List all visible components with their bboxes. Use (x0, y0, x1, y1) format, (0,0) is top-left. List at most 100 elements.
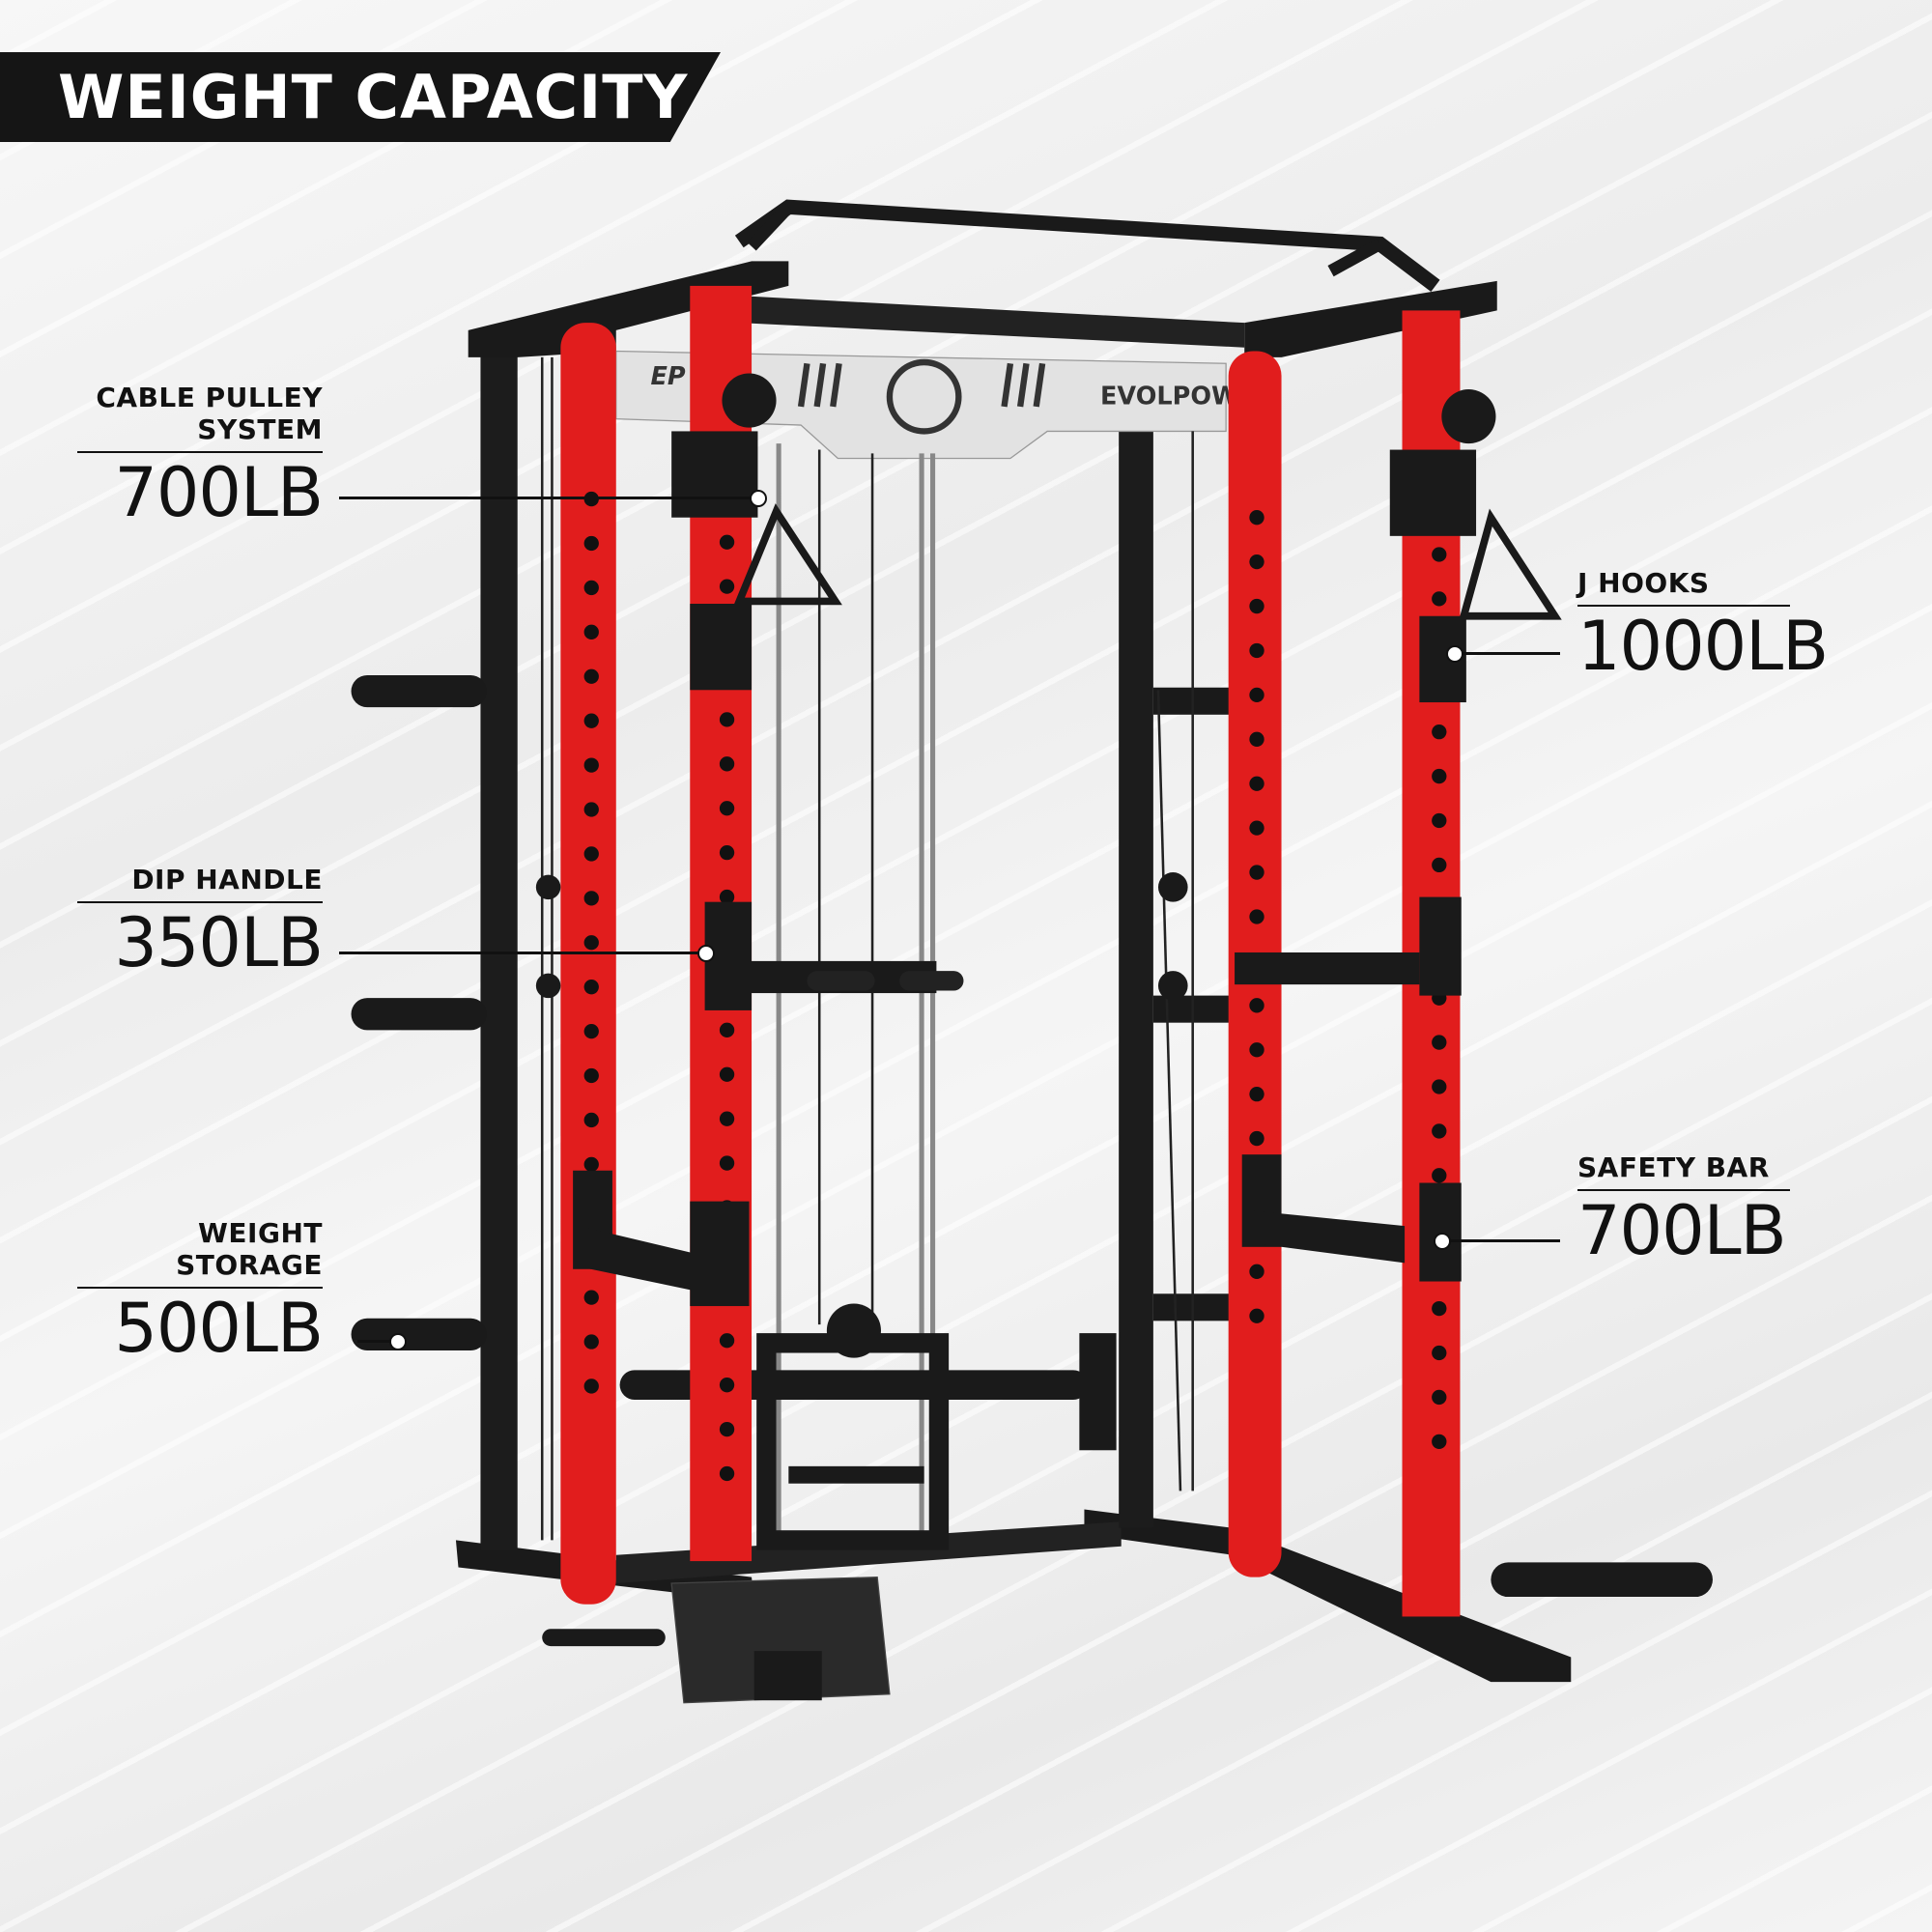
j-hook-left (690, 604, 753, 691)
rack-base-right (1084, 1509, 1572, 1683)
upright-hole (719, 889, 735, 905)
upright-hole (1249, 731, 1264, 747)
upright-hole (1432, 1300, 1447, 1317)
upright-hole (583, 668, 599, 684)
upright-hole (1249, 598, 1264, 614)
leader-line (1441, 1239, 1560, 1242)
callout-value: 350LB (114, 903, 324, 982)
plate-brand-text: EVOLPOW (1100, 382, 1238, 411)
upright-hole (719, 534, 735, 550)
upright-hole (719, 1333, 735, 1349)
upright-hole (583, 935, 599, 951)
upright-hole (719, 845, 735, 861)
upright-hole (583, 580, 599, 596)
upright-hole (719, 1421, 735, 1437)
callout-label: DIP HANDLE (131, 864, 323, 895)
leader-line (357, 1340, 397, 1343)
upright-hole (583, 713, 599, 728)
safety-bar-right (1244, 1209, 1406, 1264)
plate-logo-text: EP (650, 362, 685, 391)
callout-label: CABLE PULLEY (96, 382, 323, 413)
plate-emblem (886, 358, 962, 435)
upright-hole (1249, 909, 1264, 924)
upright-hole (1249, 1308, 1264, 1323)
upright-hole (583, 980, 599, 995)
upright-hole (1249, 554, 1264, 570)
upright-hole (719, 1378, 735, 1393)
upright-hole (583, 1112, 599, 1128)
upright-hole (583, 1334, 599, 1350)
callout-dip-handle: DIP HANDLE 350LB (77, 864, 324, 982)
upright-hole (583, 1156, 599, 1173)
callout-label: J HOOKS (1577, 567, 1710, 599)
upright-hole (1249, 642, 1264, 659)
upright-hole (1432, 1123, 1447, 1139)
upright-hole (1432, 1168, 1447, 1183)
upright-hole (1249, 510, 1264, 526)
landmine-sleeve (1491, 1562, 1713, 1598)
handle-right (1459, 508, 1562, 620)
cables (540, 356, 1194, 1541)
leader-line (1454, 652, 1560, 655)
divider (77, 1287, 323, 1289)
handle-left (733, 503, 842, 606)
callout-label: SAFETY BAR (1577, 1151, 1770, 1183)
upright-hole (1249, 865, 1264, 880)
rear-left-black-upright (480, 329, 518, 1550)
upright-hole (1432, 1434, 1447, 1449)
leader-dot (389, 1333, 407, 1350)
upright-hole (719, 1066, 735, 1082)
upright-hole (1432, 724, 1447, 740)
upright-hole (719, 1022, 735, 1037)
upright-hole (1249, 687, 1264, 703)
dip-handle-right (1235, 952, 1420, 985)
page-title: WEIGHT CAPACITY (58, 62, 689, 132)
leader-dot (697, 945, 715, 962)
upright-hole (1432, 812, 1447, 829)
upright-hole (583, 1067, 599, 1084)
upright-hole (719, 579, 735, 594)
upright-hole (1432, 1079, 1447, 1094)
upright-hole (719, 1465, 735, 1482)
upright-hole (583, 1378, 599, 1394)
upright-hole (1249, 1042, 1264, 1058)
upright-hole (1432, 857, 1447, 873)
callout-cable-pulley: CABLE PULLEY SYSTEM 700LB (77, 382, 324, 532)
upright-hole (1432, 1345, 1447, 1361)
divider (77, 901, 323, 903)
upright-hole (1249, 1087, 1264, 1102)
callout-j-hooks: J HOOKS 1000LB (1577, 567, 1829, 686)
callout-value: 700LB (114, 453, 324, 532)
upright-hole (1432, 547, 1447, 562)
top-frame (468, 261, 789, 357)
callout-value: 1000LB (1577, 607, 1829, 686)
dip-handle-right-bracket (1419, 896, 1462, 996)
leader-line (339, 952, 705, 954)
divider (77, 451, 323, 453)
top-plate (615, 350, 1227, 460)
upright-hole (583, 891, 599, 906)
upright-hole (1249, 776, 1264, 791)
safety-bar-right-bracket (1419, 1182, 1462, 1282)
upright-hole (1432, 1389, 1447, 1406)
rear-right-black-upright (1119, 431, 1153, 1528)
divider (1577, 605, 1790, 607)
upright-hole (719, 1111, 735, 1126)
upright-hole (719, 756, 735, 772)
upright-hole (583, 624, 599, 639)
weight-storage-horn (351, 998, 487, 1031)
leader-dot (1434, 1233, 1451, 1250)
callout-safety-bar: SAFETY BAR 700LB (1577, 1151, 1790, 1266)
callout-label: SYSTEM (197, 413, 323, 445)
callout-value: 700LB (1577, 1191, 1787, 1270)
leader-dot (1446, 645, 1463, 663)
upright-hole (1249, 820, 1264, 836)
upright-hole (1249, 1130, 1264, 1147)
safety-bar-left (579, 1226, 709, 1294)
divider (1577, 1189, 1790, 1191)
upright-hole (1432, 1035, 1447, 1050)
callout-label: STORAGE (176, 1249, 323, 1281)
foot-plate (670, 1576, 891, 1704)
title-banner: WEIGHT CAPACITY (0, 52, 721, 142)
